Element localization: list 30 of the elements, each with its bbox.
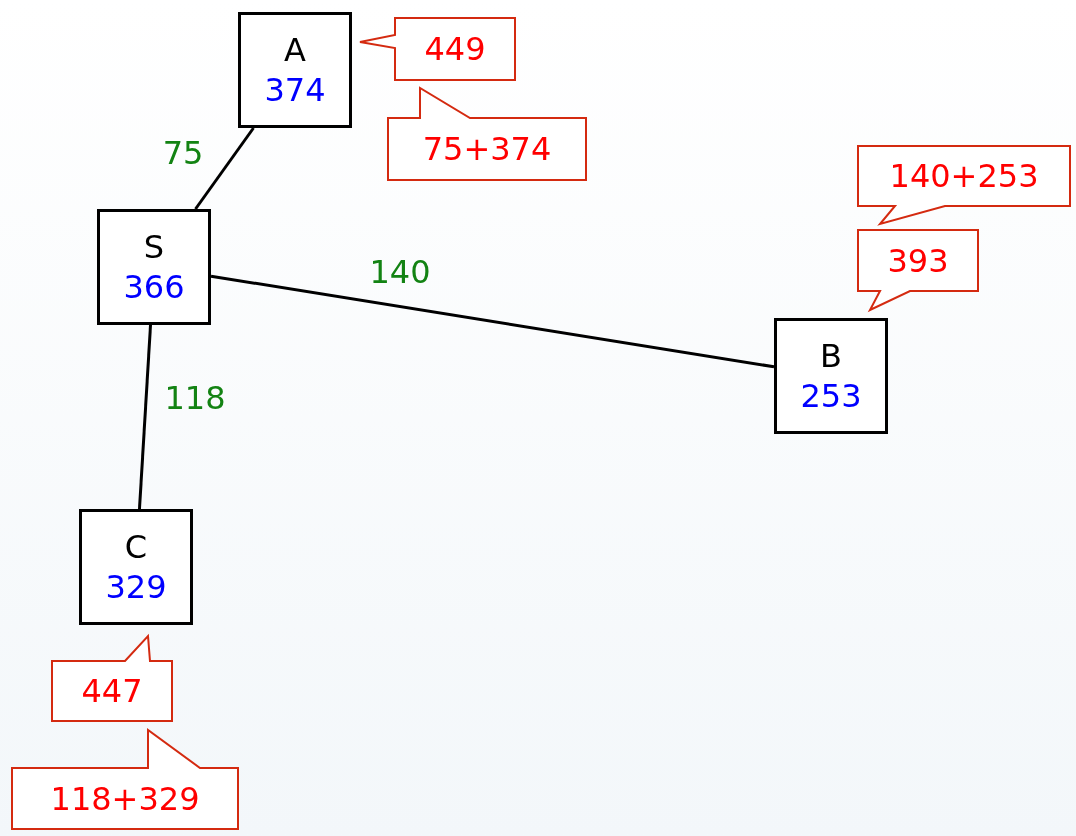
callout-bubble xyxy=(858,146,1070,224)
edge-label: 118 xyxy=(164,379,226,417)
connector-line xyxy=(194,127,255,210)
connector-line xyxy=(210,274,775,369)
callout-value: 75+374 xyxy=(421,129,553,170)
callout-bubble xyxy=(12,730,238,829)
node-name: S xyxy=(143,227,165,267)
callout-bubble xyxy=(388,88,586,180)
callout-value: 393 xyxy=(886,240,950,282)
callout-value: 140+253 xyxy=(888,156,1040,197)
callout-bubble xyxy=(360,18,515,80)
connector-line xyxy=(138,324,152,510)
node-box xyxy=(97,209,211,325)
node-box xyxy=(774,318,888,434)
edge-label: 140 xyxy=(369,253,431,291)
node-name: A xyxy=(284,30,306,70)
callout-bubble xyxy=(858,230,978,310)
callout-value: 449 xyxy=(423,29,487,70)
node-value: 253 xyxy=(800,376,862,416)
edge-label: 75 xyxy=(162,134,204,172)
callout-value: 447 xyxy=(80,671,144,712)
callout-value: 118+329 xyxy=(49,778,201,820)
node-name: B xyxy=(820,336,842,376)
callout-bubble xyxy=(52,636,172,721)
node-value: 366 xyxy=(123,267,185,307)
node-box xyxy=(79,509,193,625)
node-name: C xyxy=(124,527,148,567)
node-box xyxy=(238,12,352,128)
node-value: 374 xyxy=(264,70,326,110)
node-value: 329 xyxy=(105,567,167,607)
